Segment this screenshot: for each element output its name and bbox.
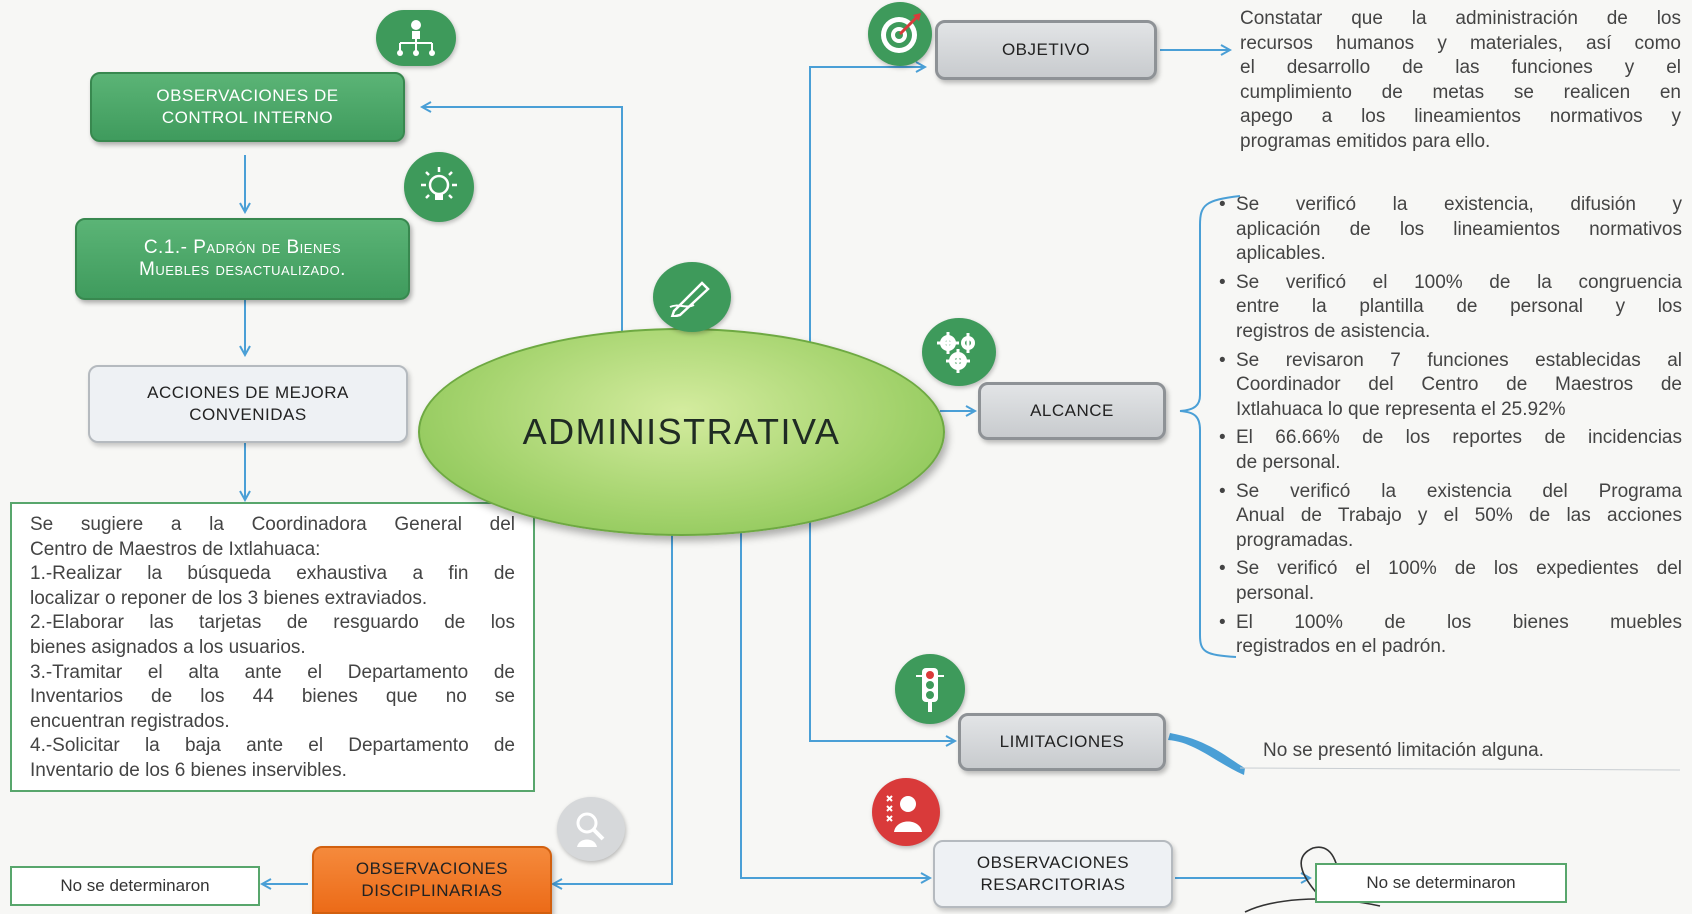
org-chart-icon [376,10,456,66]
alcance-line: entre la plantilla de personal y los [1236,296,1682,318]
suggestion-line: Inventario de los 6 bienes inservibles. [30,759,347,781]
alcance-line: El 100% de los bienes muebles [1236,611,1682,633]
alcance-line: aplicación de los lineamientos normativo… [1236,218,1682,240]
person-crossed-icon [872,778,940,846]
disciplinarias-box: OBSERVACIONES DISCIPLINARIAS [312,846,552,914]
suggestion-line: bienes asignados a los usuarios. [30,636,306,658]
alcance-line: Coordinador del Centro de Maestros de [1236,374,1682,396]
c1-line2: Muebles desactualizado. [139,259,346,280]
alcance-item: Se verificó la existencia, difusión y ap… [1219,193,1682,267]
resarcitorias-result: No se determinaron [1366,873,1516,892]
alcance-line: de personal. [1236,451,1341,473]
magnifier-person-icon [557,797,625,861]
suggestion-line: 4.-Solicitar la baja ante el Departament… [30,735,515,757]
alcance-item: Se verificó el 100% de la congruencia en… [1219,271,1682,345]
acciones-line1: ACCIONES DE MEJORA [147,383,349,402]
objetivo-line: Constatar que la administración de los [1240,8,1681,29]
target-icon [868,2,932,66]
alcance-line: registros de asistencia. [1236,320,1431,342]
suggestion-line: 3.-Tramitar el alta ante el Departamento… [30,661,515,683]
lightbulb-icon [404,152,474,222]
alcance-line: Se verificó la existencia del Programa [1236,480,1682,502]
alcance-label: ALCANCE [1030,401,1114,420]
alcance-line: Se verificó el 100% de los expedientes d… [1236,558,1682,580]
alcance-line: Ixtlahuaca lo que representa el 25.92% [1236,398,1566,420]
disciplinarias-result: No se determinaron [60,876,210,895]
suggestion-box: Se sugiere a la Coordinadora General del… [10,502,535,792]
alcance-line: El 66.66% de los reportes de incidencias [1236,427,1682,449]
objetivo-line: cumplimiento de metas se realicen en [1240,81,1681,103]
resarcitorias-result-box: No se determinaron [1315,863,1567,903]
disciplinarias-result-box: No se determinaron [10,866,260,906]
alcance-item: El 100% de los bienes muebles registrado… [1219,611,1682,660]
acciones-mejora-box: ACCIONES DE MEJORA CONVENIDAS [88,365,408,443]
control-interno-line1: OBSERVACIONES DE [156,86,339,105]
acciones-line2: CONVENIDAS [189,405,307,424]
c1-padron-box: C.1.- Padrón de Bienes Muebles desactual… [75,218,410,300]
disciplinarias-line1: OBSERVACIONES [355,859,509,878]
resarcitorias-line1: OBSERVACIONES [976,853,1130,872]
control-interno-box: OBSERVACIONES DE CONTROL INTERNO [90,72,405,142]
pen-writing-icon [653,262,731,332]
alcance-line: Se revisaron 7 funciones establecidas al [1236,349,1682,371]
alcance-line: Anual de Trabajo y el 50% de las accione… [1236,505,1682,527]
suggestion-line: 1.-Realizar la búsqueda exhaustiva a fin… [30,563,515,585]
gears-icon [922,318,996,386]
suggestion-line: Inventarios de los 44 bienes que no se [30,686,515,708]
resarcitorias-box: OBSERVACIONES RESARCITORIAS [933,840,1173,908]
objetivo-label: OBJETIVO [1001,40,1091,59]
resarcitorias-line2: RESARCITORIAS [980,875,1126,894]
limitaciones-box: LIMITACIONES [958,713,1166,771]
alcance-line: programadas. [1236,529,1354,551]
alcance-item: El 66.66% de los reportes de incidencias… [1219,426,1682,475]
alcance-item: Se verificó la existencia del Programa A… [1219,480,1682,554]
alcance-list: Se verificó la existencia, difusión y ap… [1219,193,1682,664]
suggestion-line: Se sugiere a la Coordinadora General del [30,514,515,535]
alcance-line: Se verificó el 100% de la congruencia [1236,271,1682,293]
suggestion-line: Centro de Maestros de Ixtlahuaca: [30,538,321,560]
objetivo-line: programas emitidos para ello. [1240,130,1491,152]
traffic-light-icon [895,654,965,724]
suggestion-line: encuentran registrados. [30,710,230,732]
alcance-box: ALCANCE [978,382,1166,440]
objetivo-box: OBJETIVO [935,20,1157,80]
objetivo-text: Constatar que la administración de los r… [1240,7,1681,155]
alcance-line: aplicables. [1236,243,1326,265]
suggestion-line: 2.-Elaborar las tarjetas de resguardo de… [30,612,515,634]
suggestion-text: Se sugiere a la Coordinadora General del… [30,513,515,784]
alcance-item: Se verificó el 100% de los expedientes d… [1219,557,1682,606]
limitaciones-label: LIMITACIONES [999,732,1125,751]
center-title: ADMINISTRATIVA [522,411,841,452]
objetivo-line: el desarrollo de las funciones y el [1240,57,1681,79]
disciplinarias-line2: DISCIPLINARIAS [361,881,503,900]
alcance-line: personal. [1236,582,1315,604]
objetivo-line: apego a los lineamientos normativos y [1240,106,1681,128]
objetivo-line: recursos humanos y materiales, así como [1240,32,1681,54]
suggestion-line: localizar o reponer de los 3 bienes extr… [30,587,428,609]
alcance-line: registrados en el padrón. [1236,636,1447,658]
c1-line1: C.1.- Padrón de Bienes [143,237,342,258]
limitaciones-text: No se presentó limitación alguna. [1263,740,1544,761]
alcance-item: Se revisaron 7 funciones establecidas al… [1219,349,1682,423]
center-node: ADMINISTRATIVA [418,328,945,536]
alcance-line: Se verificó la existencia, difusión y [1236,194,1682,215]
control-interno-line2: CONTROL INTERNO [161,108,334,127]
